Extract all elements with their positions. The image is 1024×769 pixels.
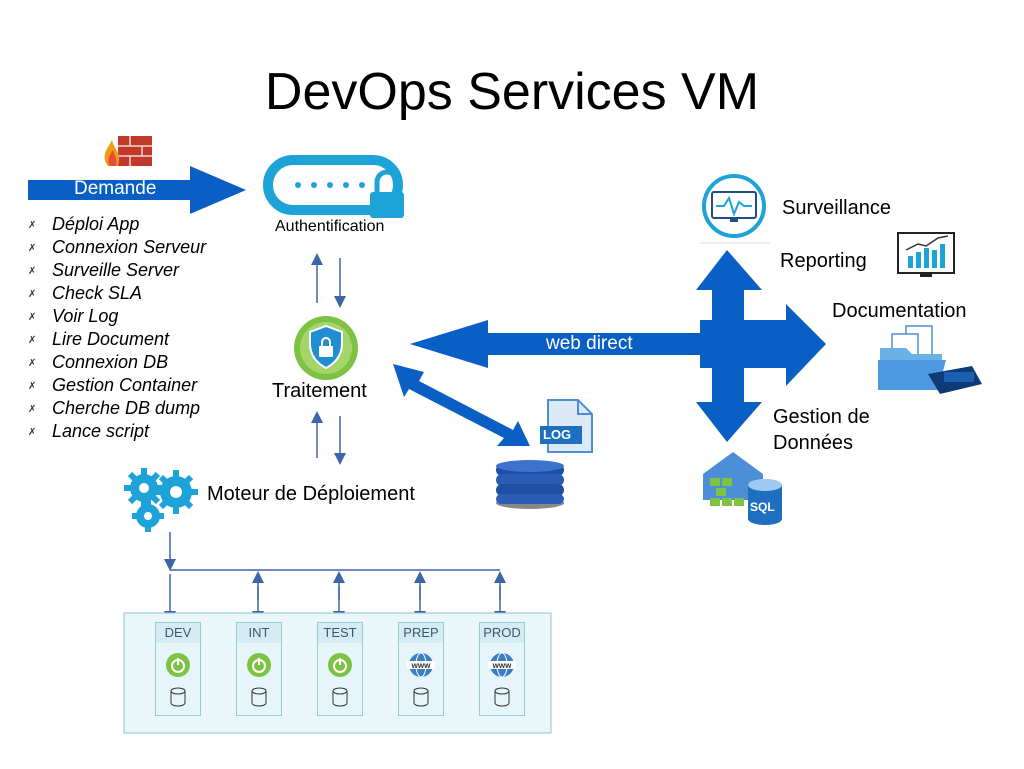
request-label: Demande	[74, 178, 157, 199]
data-management-label-line2: Données	[773, 432, 854, 454]
database-icon	[251, 687, 267, 707]
log-file-icon	[540, 399, 593, 453]
bullet-icon: ✗	[28, 242, 37, 254]
list-item: ✗Déploi App	[28, 213, 206, 236]
log-badge: LOG	[543, 427, 572, 442]
web-direct-arrow	[410, 320, 700, 368]
bullet-icon: ✗	[28, 288, 37, 300]
password-lock-icon	[263, 155, 404, 218]
data-warehouse-sql-icon	[703, 452, 782, 525]
web-direct-label: web direct	[546, 333, 633, 354]
env-column-prod: PROD www	[479, 622, 525, 716]
env-column-prep: PREP www	[398, 622, 444, 716]
request-arrow	[28, 166, 246, 214]
www-globe-icon: www	[407, 652, 435, 707]
page-title: DevOps Services VM	[264, 63, 760, 121]
env-name: TEST	[318, 623, 362, 643]
www-globe-icon: www	[488, 652, 516, 707]
env-name: PROD	[480, 623, 524, 643]
monitoring-icon	[702, 174, 766, 238]
env-column-test: TEST	[317, 622, 363, 716]
gears-icon	[124, 468, 198, 532]
processing-label: Traitement	[272, 380, 367, 402]
env-name: PREP	[399, 623, 443, 643]
svg-text:www: www	[411, 661, 431, 670]
env-column-dev: DEV	[155, 622, 201, 716]
database-stack-icon	[496, 460, 564, 509]
bullet-icon: ✗	[28, 357, 37, 369]
env-name: INT	[237, 623, 281, 643]
documentation-label: Documentation	[832, 300, 967, 322]
sql-badge: SQL	[750, 500, 775, 514]
list-item: ✗Cherche DB dump	[28, 397, 206, 420]
request-list: ✗Déploi App ✗Connexion Serveur ✗Surveill…	[28, 213, 206, 443]
list-item: ✗Surveille Server	[28, 259, 206, 282]
bullet-icon: ✗	[28, 380, 37, 392]
list-item: ✗Gestion Container	[28, 374, 206, 397]
database-icon	[170, 687, 186, 707]
database-icon	[332, 687, 348, 707]
list-item: ✗Connexion Serveur	[28, 236, 206, 259]
security-shield-icon	[294, 316, 358, 380]
files-arrow	[393, 364, 530, 446]
list-item: ✗Connexion DB	[28, 351, 206, 374]
power-icon	[328, 653, 352, 707]
database-icon	[413, 687, 429, 707]
power-icon	[166, 653, 190, 707]
services-hub-arrows	[696, 250, 826, 442]
bullet-icon: ✗	[28, 403, 37, 415]
database-icon	[494, 687, 510, 707]
svg-text:www: www	[492, 661, 512, 670]
bullet-icon: ✗	[28, 311, 37, 323]
reporting-chart-icon	[897, 232, 955, 277]
power-icon	[247, 653, 271, 707]
list-item: ✗Lire Document	[28, 328, 206, 351]
deployment-connectors	[164, 532, 506, 623]
monitoring-label: Surveillance	[782, 197, 891, 219]
bullet-icon: ✗	[28, 334, 37, 346]
authentication-label: Authentification	[275, 218, 385, 235]
env-name: DEV	[156, 623, 200, 643]
list-item: ✗Check SLA	[28, 282, 206, 305]
list-item: ✗Lance script	[28, 420, 206, 443]
list-item: ✗Voir Log	[28, 305, 206, 328]
bullet-icon: ✗	[28, 219, 37, 231]
env-column-int: INT	[236, 622, 282, 716]
bullet-icon: ✗	[28, 265, 37, 277]
firewall-icon	[104, 136, 152, 166]
bullet-icon: ✗	[28, 426, 37, 438]
reporting-label: Reporting	[780, 250, 867, 272]
data-management-label-line1: Gestion de	[773, 406, 870, 428]
deployment-engine-label: Moteur de Déploiement	[207, 483, 415, 505]
documentation-folder-icon	[878, 325, 982, 394]
